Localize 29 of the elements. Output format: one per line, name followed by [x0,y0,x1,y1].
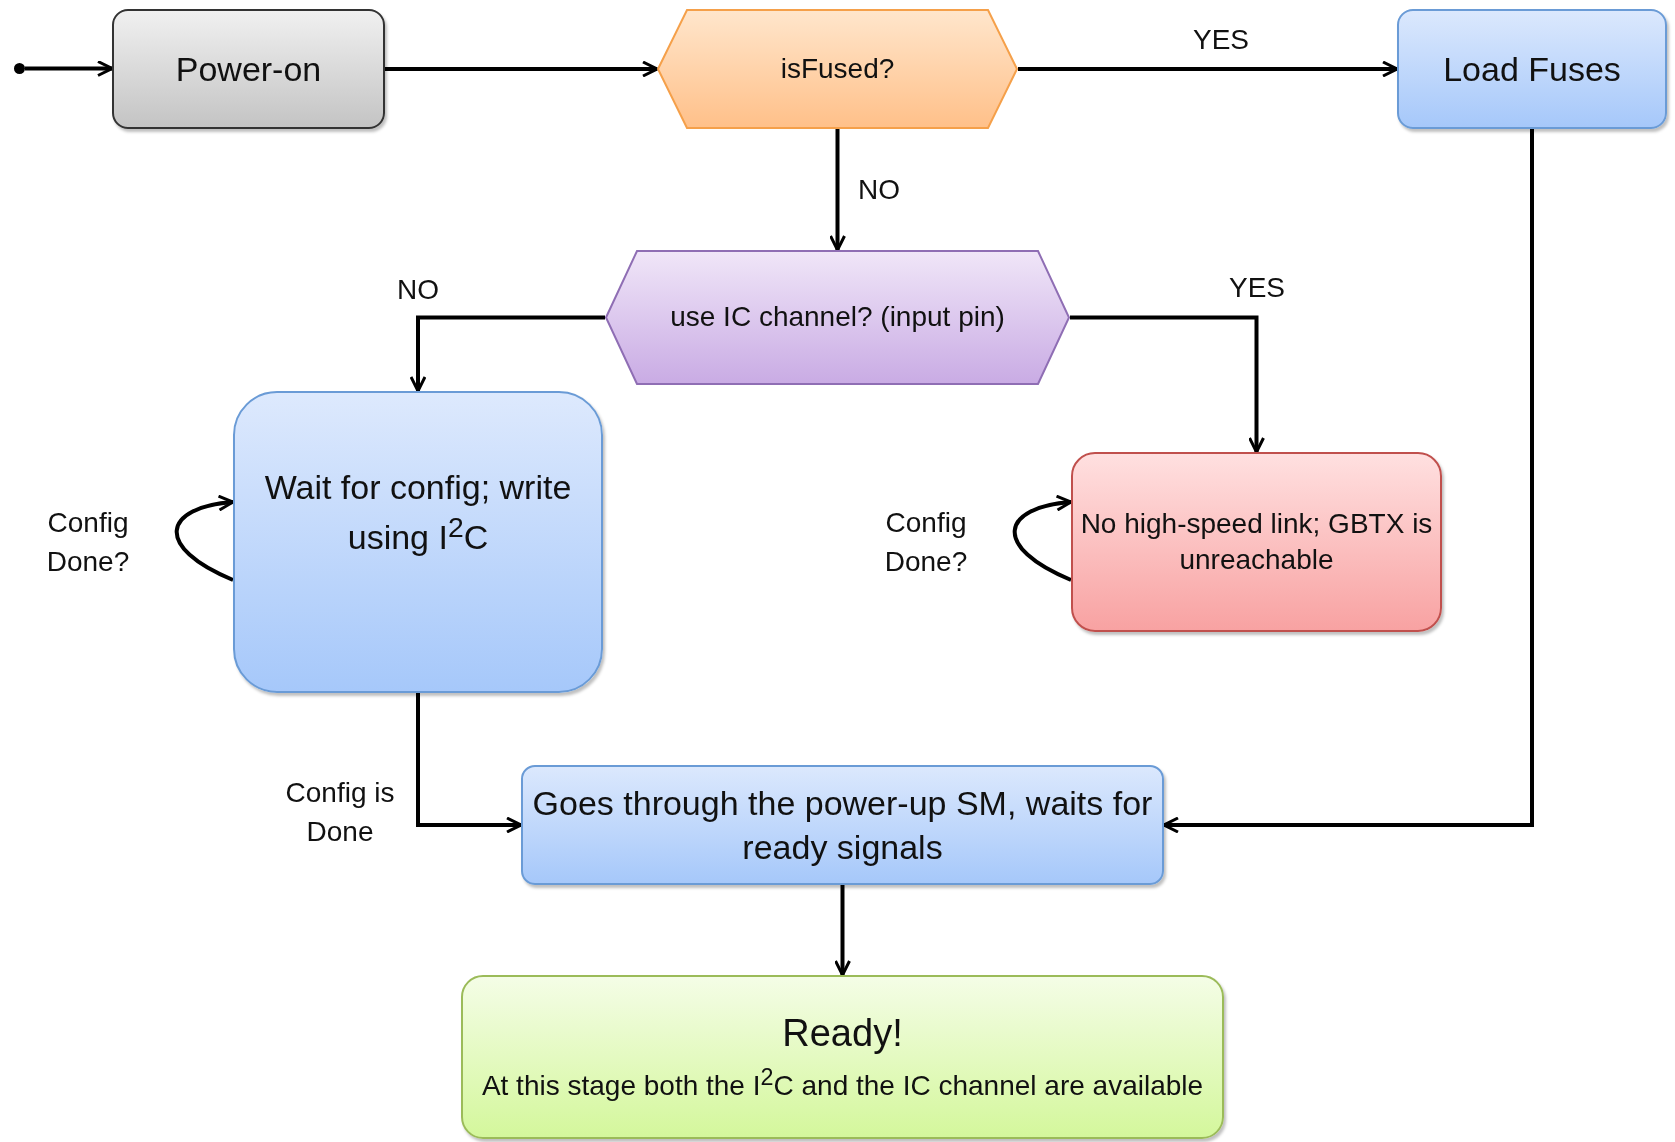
final-state-box [461,975,1224,1139]
self-loop-arrow [1012,495,1073,582]
node-text: At this stage both the I$^{2}$C and the IC channel are available [481,1063,1204,1104]
node-text: isFused? [780,51,895,86]
node-text: Goes through the power-up SM, waits for ready signals [531,782,1154,868]
node-title: Ready! [782,1010,903,1056]
arrow [25,60,114,77]
node-text: Power-on [175,48,322,90]
arrow [1070,315,1265,454]
process-box [112,9,385,129]
node-text: No high-speed link; GBTX is unreachable [1079,506,1434,577]
decision-hexagon [605,250,1070,385]
arrow [1162,129,1534,834]
decision-hexagon [657,9,1018,129]
arrow [385,60,659,78]
arrow [829,129,846,252]
node-text: Wait for config; write using I$^{2}$C [263,466,573,559]
arrow [1018,60,1399,78]
node-text: use IC channel? (input pin) [670,300,1005,335]
process-box [233,391,603,693]
arrow [409,315,605,393]
process-box [521,765,1164,885]
state-box [1071,452,1442,632]
start-dot [14,63,25,74]
process-box [1397,9,1667,129]
arrow [416,693,523,834]
node-text: Load Fuses [1443,48,1621,90]
self-loop-arrow [174,495,235,582]
arrow [834,885,851,977]
